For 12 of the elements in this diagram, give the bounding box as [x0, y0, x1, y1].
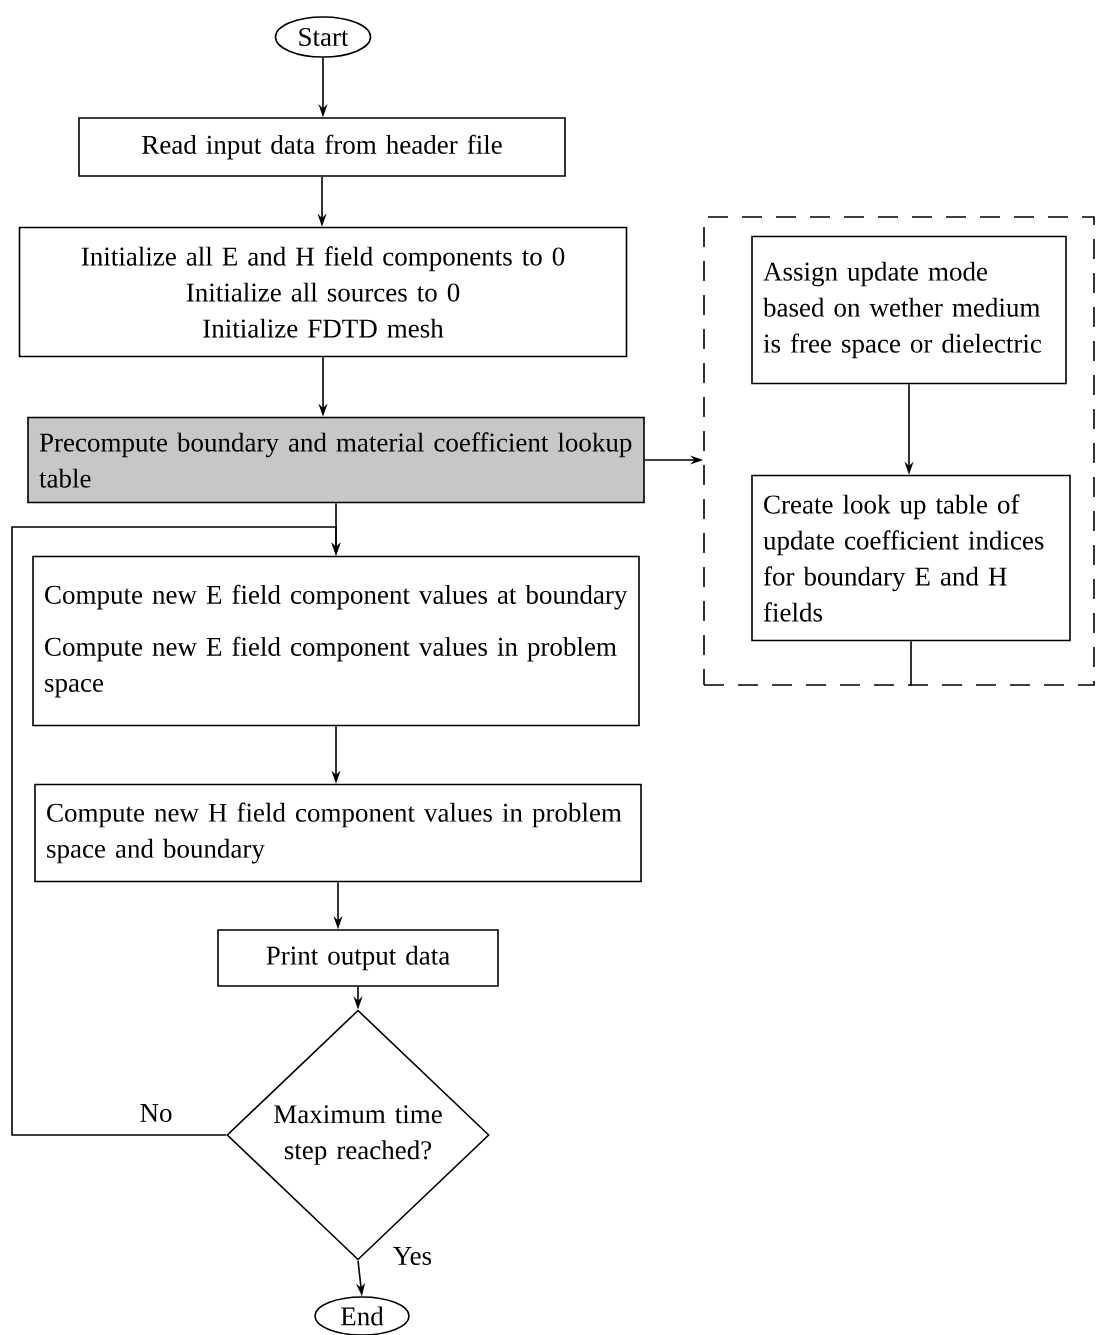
process-box: Precompute boundary and material coefficient lookup table: [27, 416, 645, 504]
process-box: Compute new H field component values in problem space and boundary: [34, 783, 642, 883]
process-box: Assign update mode based on wether medium is free space or dielectric: [751, 235, 1067, 385]
dashed-group-box: [703, 216, 1095, 686]
process-box: Print output data: [217, 929, 499, 987]
arrow: [11, 526, 341, 1136]
process-box: Read input data from header file: [78, 117, 566, 177]
process-box: Compute new E field component values at boundary Compute new E field component values in problem space: [32, 555, 640, 727]
process-box: Create look up table of update coefficient indices for boundary E and H fields: [751, 474, 1071, 642]
edge-label: No: [137, 1102, 175, 1124]
process-box: Initialize all E and H field components to 0 Initialize all sources to 0 Initialize FDTD mesh: [18, 226, 628, 358]
start-end-oval: Start: [274, 16, 372, 58]
